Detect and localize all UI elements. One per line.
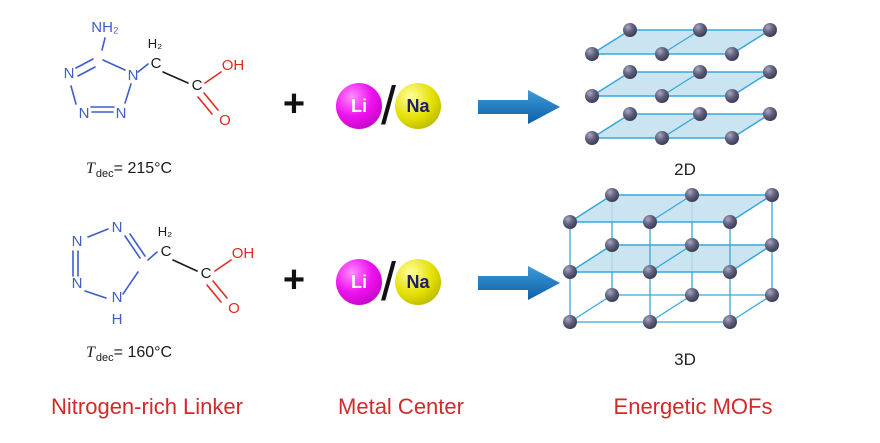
caption-metal: Metal Center [338, 394, 464, 419]
li-sphere: Li [336, 83, 382, 129]
atom-n2: N [72, 233, 83, 250]
molecule-top-alkyl-bond [162, 71, 189, 84]
reaction-arrow-bottom [478, 266, 560, 300]
mof-2d-layer-2 [585, 65, 777, 103]
atom-amine: NH₂ [91, 19, 119, 36]
tdec-top: Tdec= 215°C [86, 160, 172, 180]
plus-sign-top: + [282, 83, 306, 125]
tdec-top-sub: dec [95, 168, 114, 181]
atom-ch2-hydrogens: H₂ [148, 36, 162, 51]
atom-ch2-carbon: C [151, 55, 162, 72]
tdec-bottom: Tdec= 160°C [86, 344, 172, 364]
metal-center-bottom: Li / Na [336, 252, 442, 312]
li-label: Li [351, 271, 367, 292]
li-sphere: Li [336, 259, 382, 305]
label-2d: 2D [674, 160, 696, 179]
molecule-top-structure: NH₂ N N N N H₂ C C OH O [64, 19, 245, 129]
reaction-arrow-top [478, 90, 560, 124]
mof-3d-middle-level [567, 244, 775, 273]
na-label: Na [406, 271, 430, 292]
mof-3d-nodes [563, 188, 779, 329]
caption-mofs: Energetic MOFs [613, 394, 773, 419]
atom-n4: N [112, 289, 123, 306]
tdec-bottom-sub: dec [95, 352, 114, 365]
tdec-top-symbol: T [86, 160, 95, 177]
atom-n3: N [72, 275, 83, 292]
na-label: Na [406, 95, 430, 116]
mof-3d-top-level [567, 194, 775, 223]
plus-sign-bottom: + [282, 259, 306, 301]
atom-carbonyl-oxygen: O [219, 112, 231, 129]
li-label: Li [351, 95, 367, 116]
slash-divider: / [381, 76, 397, 136]
atom-nh-hydrogen: H [112, 311, 123, 328]
atom-n4: N [64, 65, 75, 82]
slash-divider: / [381, 252, 397, 312]
molecule-top-carboxyl-bonds [197, 71, 222, 115]
molecule-top-ring-bonds [70, 37, 149, 113]
na-sphere: Na [395, 259, 442, 305]
atom-hydroxyl: OH [232, 245, 255, 262]
na-sphere: Na [395, 83, 442, 129]
atom-n2: N [116, 105, 127, 122]
molecule-bottom-ring-bonds [72, 228, 158, 299]
tdec-top-value: = 215°C [113, 160, 173, 177]
atom-carboxyl-carbon: C [201, 265, 212, 282]
atom-ch2-hydrogens: H₂ [158, 224, 172, 239]
label-3d: 3D [674, 350, 696, 369]
molecule-bottom-alkyl-bond [172, 259, 198, 272]
mof-2d-structure [585, 23, 777, 145]
tdec-bottom-value: = 160°C [113, 344, 173, 361]
atom-n1: N [128, 67, 139, 84]
metal-center-top: Li / Na [336, 76, 442, 136]
caption-linker: Nitrogen-rich Linker [51, 394, 243, 419]
atom-n3: N [79, 105, 90, 122]
atom-n1: N [112, 219, 123, 236]
tdec-bottom-symbol: T [86, 344, 95, 361]
mof-2d-layer-1 [585, 23, 777, 61]
atom-hydroxyl: OH [222, 57, 245, 74]
atom-ch2-carbon: C [161, 243, 172, 260]
atom-carbonyl-oxygen: O [228, 300, 240, 317]
mof-2d-layer-3 [585, 107, 777, 145]
atom-carboxyl-carbon: C [192, 77, 203, 94]
mof-3d-structure [563, 188, 779, 329]
molecule-bottom-structure: N N N N H H₂ C C OH O [72, 219, 255, 328]
mof-3d-bottom-level [569, 294, 773, 323]
molecule-bottom-carboxyl-bonds [206, 259, 232, 303]
